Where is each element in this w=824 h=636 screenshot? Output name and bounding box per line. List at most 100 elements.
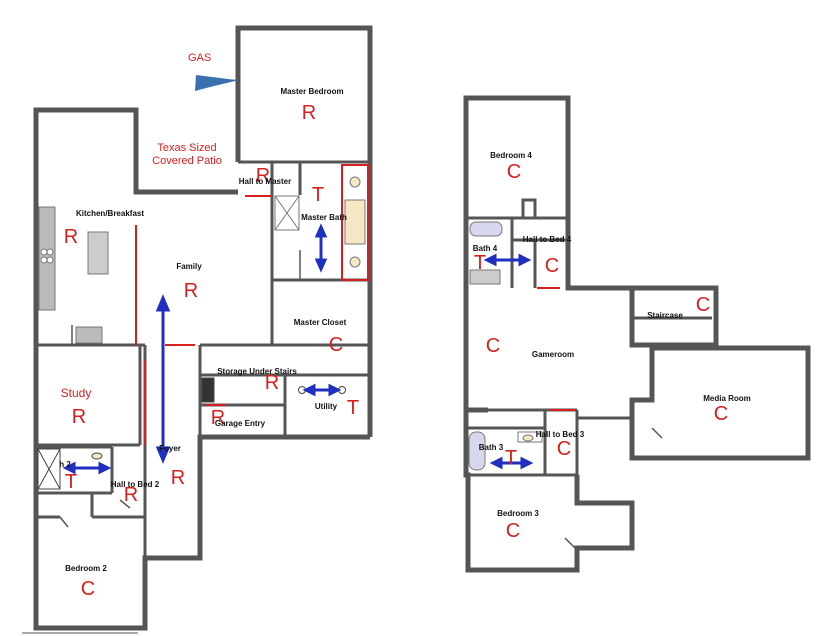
arrow-bath3-right (520, 456, 534, 470)
code-bath2: T (65, 471, 77, 493)
label-family: Family (176, 262, 202, 271)
patio-label-line2: Covered Patio (152, 155, 222, 167)
red-mark-master-bath (341, 164, 369, 281)
arrow-bath2-right (98, 461, 112, 475)
gas-label: GAS (188, 52, 211, 64)
wall-media-top-step (629, 342, 655, 418)
code-hall-bed2: R (124, 484, 138, 506)
label-bath4: Bath 4 (473, 244, 498, 253)
code-master-bath: T (312, 184, 324, 206)
code-kitchen: R (64, 226, 78, 248)
wall-second-outer (463, 95, 719, 348)
kitchen-cabinet (75, 326, 103, 344)
second-floor-fixtures (468, 221, 543, 471)
code-media-room: C (714, 403, 728, 425)
code-storage: R (265, 372, 279, 394)
label-kitchen: Kitchen/Breakfast (76, 209, 144, 218)
door-bedroom3 (564, 537, 576, 549)
bath2-shower-x2 (37, 448, 61, 490)
stove-burner-4 (46, 256, 54, 264)
label-bath2: h 2 (59, 460, 71, 469)
code-hall-bed3: C (557, 438, 571, 460)
door-media (651, 427, 663, 439)
first-floor-interior (36, 160, 370, 558)
code-bedroom3: C (506, 520, 520, 542)
stove-burner-3 (40, 256, 48, 264)
label-hall-to-master: Hall to Master (239, 177, 291, 186)
code-staircase: C (696, 294, 710, 316)
code-bath3: T (505, 447, 517, 469)
patio-label-line1: Texas Sized (157, 142, 216, 154)
label-bedroom4: Bedroom 4 (490, 151, 532, 160)
label-utility: Utility (315, 402, 338, 411)
arrow-bath3-left (489, 456, 503, 470)
tub-bath3 (468, 431, 486, 471)
label-foyer: Foyer (159, 444, 181, 453)
code-family: R (184, 280, 198, 302)
wardrobe-bed4 (521, 198, 537, 220)
kitchen-island (87, 231, 109, 275)
arrow-bath2-left (62, 461, 76, 475)
stove-burner-2 (46, 248, 54, 256)
arrow-bath4-right (518, 253, 532, 267)
label-garage-entry: Garage Entry (215, 419, 266, 428)
label-bath3: Bath 3 (479, 443, 504, 452)
label-bedroom3: Bedroom 3 (497, 509, 539, 518)
second-floor-interior (466, 198, 712, 477)
sink-bath3 (522, 434, 534, 442)
code-bedroom4: C (507, 161, 521, 183)
code-hall-to-master: R (256, 165, 270, 187)
bath2-sink (91, 452, 103, 460)
code-garage-entry: R (211, 407, 225, 429)
wall-media (629, 345, 811, 461)
door-hall2 (119, 499, 131, 509)
stair-block (201, 377, 215, 403)
label-study: Study (61, 386, 92, 400)
master-sink-2 (349, 256, 361, 268)
master-tub (344, 199, 366, 245)
first-floor-doors (59, 250, 301, 528)
first-floor-red-marks (135, 164, 369, 445)
master-shower (274, 195, 300, 231)
arrow-family-down (155, 446, 171, 464)
code-bath4: T (474, 252, 486, 274)
master-shower-x2 (274, 195, 300, 231)
code-study: R (72, 406, 86, 428)
arrow-utility-right (328, 383, 342, 397)
label-hall-bed3: Hall to Bed 3 (536, 430, 585, 439)
code-foyer: R (171, 467, 185, 489)
code-bedroom2: C (81, 578, 95, 600)
tub-bath4 (469, 221, 503, 237)
blue-arrows (62, 223, 534, 475)
code-gameroom: C (486, 335, 500, 357)
label-hall-bed4: Hall to Bed 4 (523, 235, 572, 244)
door-bedroom2 (59, 516, 69, 528)
code-master-bedroom: R (302, 102, 316, 124)
arrow-bath4-left (483, 253, 497, 267)
code-master-closet: C (329, 334, 343, 356)
second-floor-doors (564, 427, 663, 549)
arrow-master-bath-down (314, 258, 328, 273)
master-sink-1 (349, 176, 361, 188)
arrow-utility-left (302, 383, 316, 397)
master-bath-fixtures (274, 176, 366, 268)
code-hall-bed4: C (545, 255, 559, 277)
counter-bath4 (469, 269, 501, 285)
label-master-closet: Master Closet (294, 318, 347, 327)
stove-burner-1 (40, 248, 48, 256)
label-staircase: Staircase (647, 311, 683, 320)
label-hall-bed2: Hall to Bed 2 (111, 480, 160, 489)
label-master-bedroom: Master Bedroom (280, 87, 343, 96)
label-storage: Storage Under Stairs (217, 367, 297, 376)
wall-master-bedroom (235, 25, 373, 437)
kitchen-fixtures (38, 206, 109, 344)
label-media-room: Media Room (703, 394, 751, 403)
first-floor-walls (33, 25, 373, 631)
label-bedroom2: Bedroom 2 (65, 564, 107, 573)
code-utility: T (347, 397, 359, 419)
misc-fixtures (37, 377, 346, 490)
arrow-family-up (155, 294, 171, 312)
arrow-master-bath-up (314, 223, 328, 238)
